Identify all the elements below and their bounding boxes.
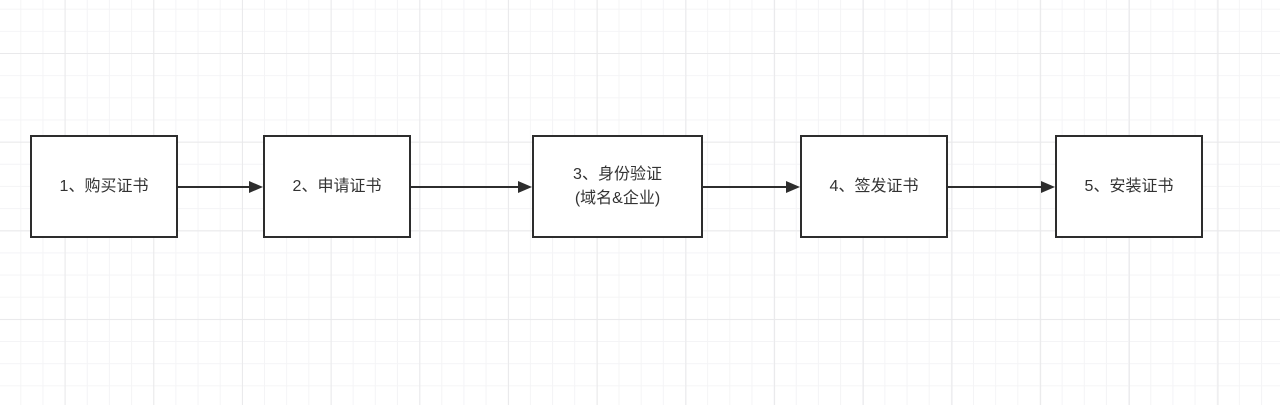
flow-node-issue-certificate[interactable]: 4、签发证书 xyxy=(800,135,948,238)
flow-node-label: 1、购买证书 xyxy=(59,177,149,195)
connector-line xyxy=(703,186,786,188)
flow-node-label: 2、申请证书 xyxy=(292,177,382,195)
flow-node-label: 3、身份验证 xyxy=(573,166,662,184)
connector-line xyxy=(178,186,249,188)
flow-node-label: 5、安装证书 xyxy=(1084,177,1174,195)
flow-node-apply-certificate[interactable]: 2、申请证书 xyxy=(263,135,411,238)
arrowhead-right-icon xyxy=(1041,181,1055,193)
connector-1-to-2[interactable] xyxy=(178,181,263,193)
flow-node-buy-certificate[interactable]: 1、购买证书 xyxy=(30,135,178,238)
flow-node-install-certificate[interactable]: 5、安装证书 xyxy=(1055,135,1203,238)
connector-4-to-5[interactable] xyxy=(948,181,1055,193)
connector-3-to-4[interactable] xyxy=(703,181,800,193)
flow-node-sublabel: (域名&企业) xyxy=(574,189,661,207)
flow-node-identity-verification[interactable]: 3、身份验证 (域名&企业) xyxy=(532,135,703,238)
connector-2-to-3[interactable] xyxy=(411,181,532,193)
arrowhead-right-icon xyxy=(786,181,800,193)
connector-line xyxy=(411,186,518,188)
connector-line xyxy=(948,186,1041,188)
flow-node-label: 4、签发证书 xyxy=(829,177,919,195)
arrowhead-right-icon xyxy=(249,181,263,193)
arrowhead-right-icon xyxy=(518,181,532,193)
